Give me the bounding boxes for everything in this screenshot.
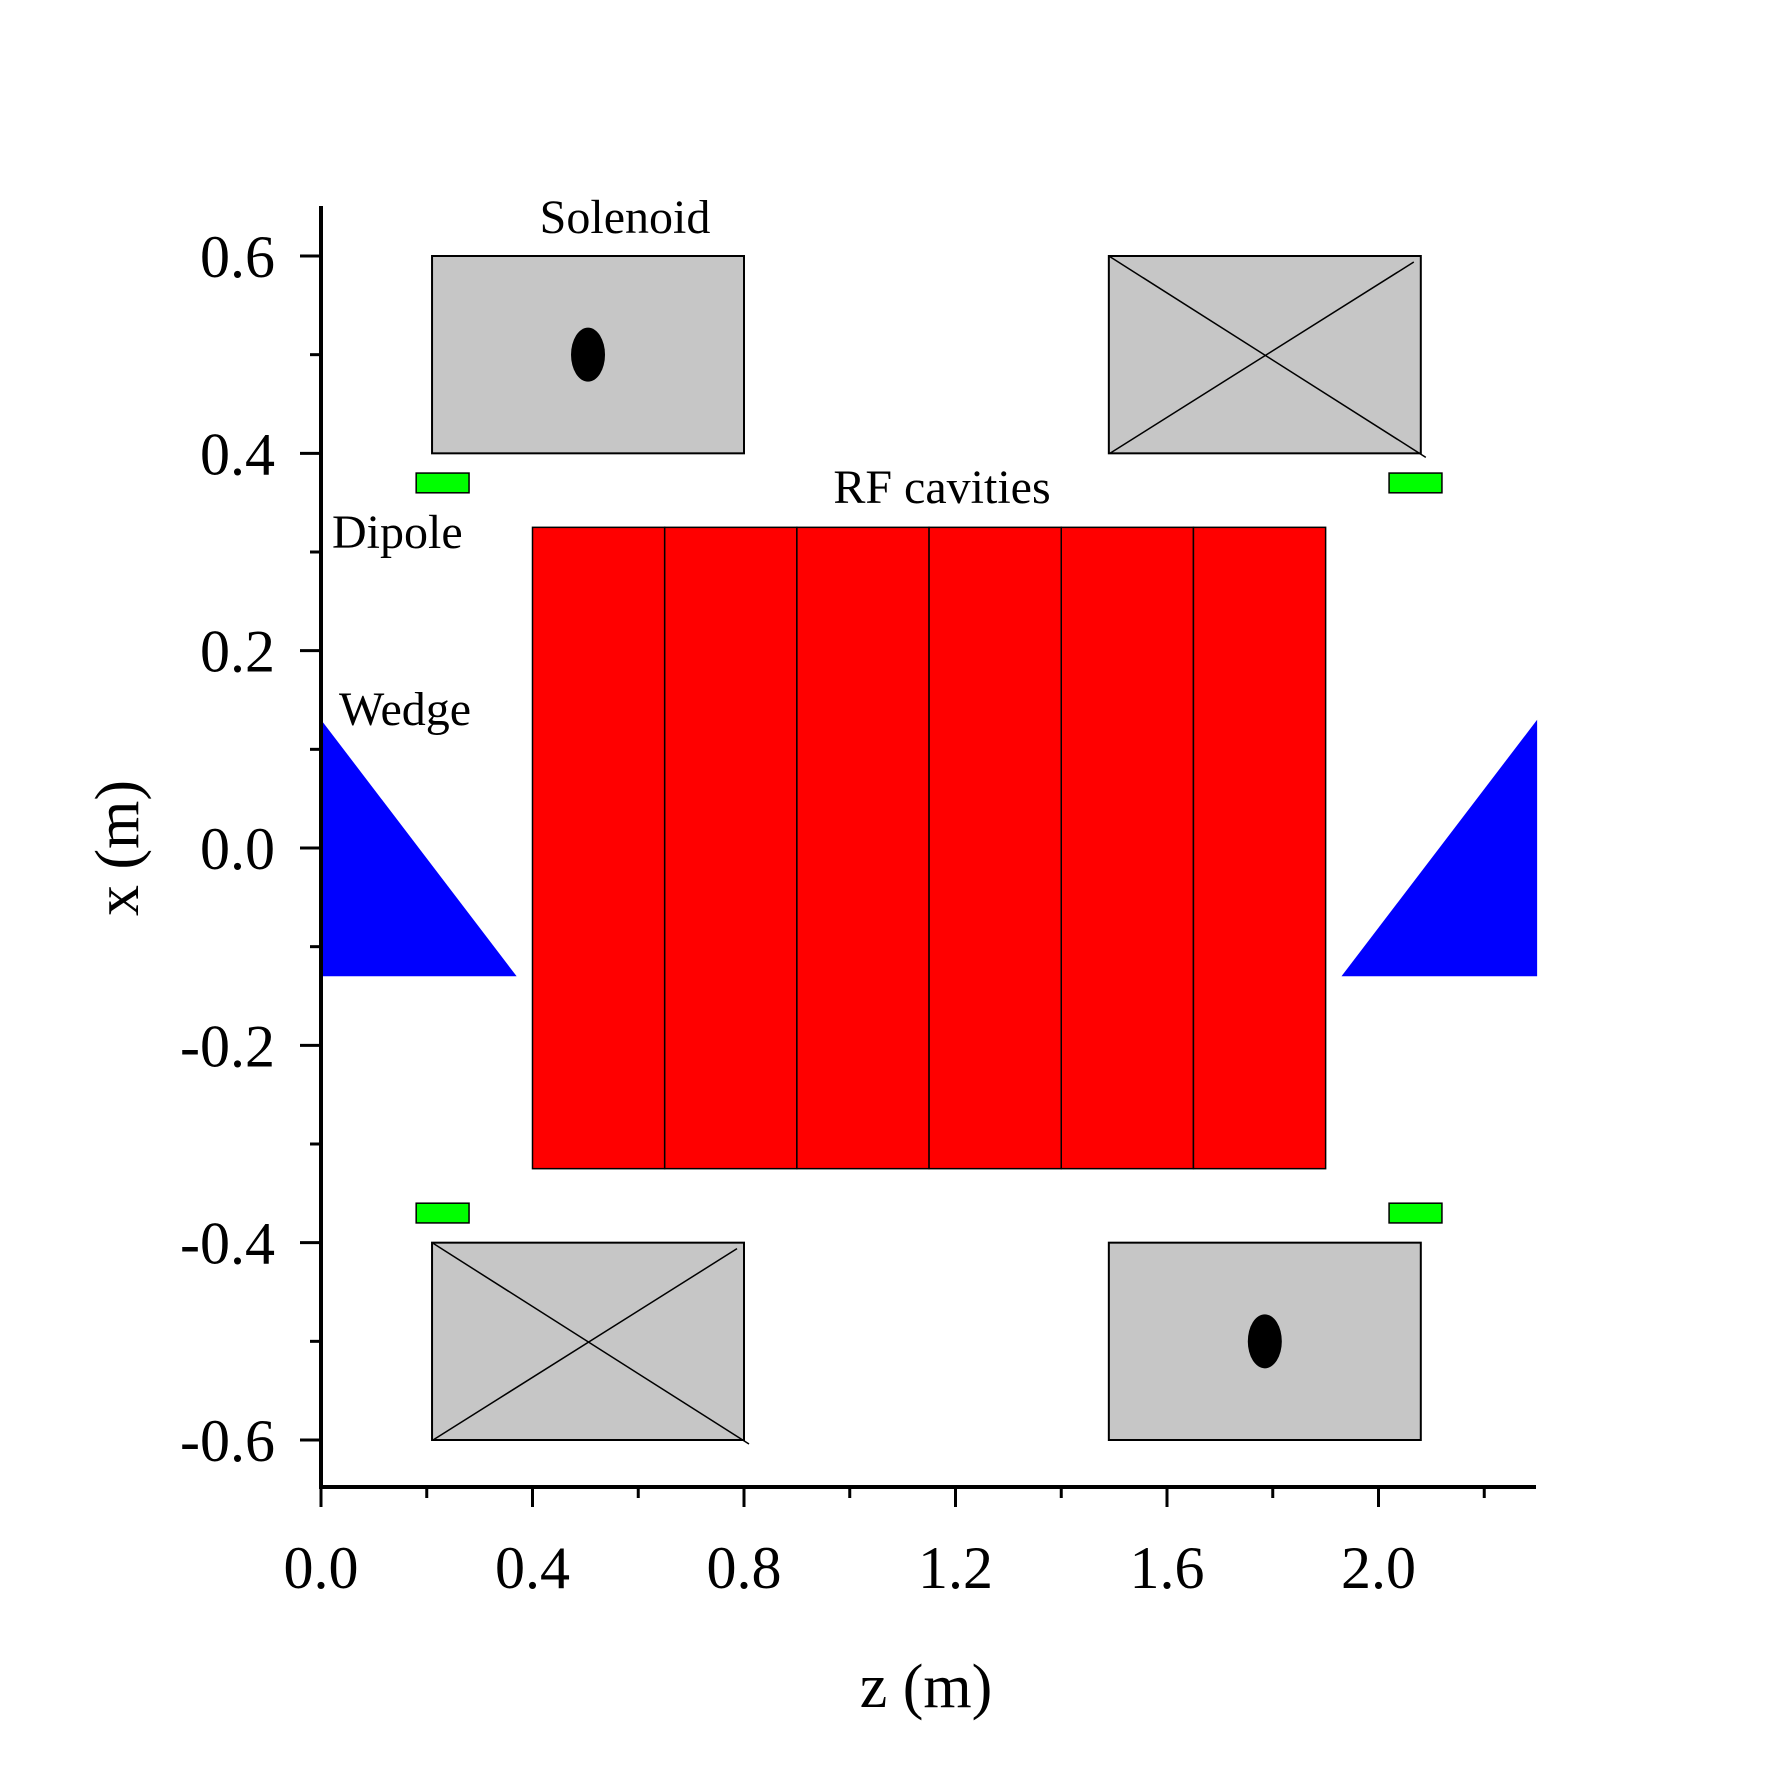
y-axis-title: x (m) [84,780,152,916]
x-tick-label: 2.0 [1341,1535,1416,1601]
current-in-cross-line [431,1242,750,1445]
dipole-magnet [1388,1202,1443,1224]
dipole-magnet [1388,472,1443,494]
x-tick-label: 0.0 [284,1535,359,1601]
x-tick-label: 0.8 [707,1535,782,1601]
x-tick-label: 1.6 [1130,1535,1205,1601]
y-tick-label: 0.0 [200,816,275,882]
annotation-rf-cavities: RF cavities [833,461,1050,514]
rf-cavity-cell [663,526,798,1170]
annotation-dipole: Dipole [332,506,463,559]
x-tick-label: 1.2 [918,1535,993,1601]
rf-cavity-cell [1060,526,1195,1170]
y-tick-label: -0.2 [180,1013,275,1079]
wedge-absorber [321,719,517,977]
y-tick-label: 0.6 [200,224,275,290]
dipole-magnet [415,472,470,494]
annotation-wedge: Wedge [339,683,471,736]
current-out-dot-icon [571,327,606,382]
current-out-dot-icon [1247,1314,1282,1369]
y-tick-label: -0.6 [180,1408,275,1474]
wedge-absorber [1341,719,1538,977]
current-in-cross-line [1109,261,1415,454]
current-in-cross-line [432,1248,738,1441]
y-tick-label: -0.4 [180,1211,275,1277]
x-axis-title: z (m) [860,1653,993,1721]
x-tick-label: 0.4 [495,1535,570,1601]
rf-cavity-cell [1192,526,1327,1170]
rf-cavity-cell [928,526,1062,1170]
rf-cavity-cell [531,526,666,1170]
rf-cavity-cell [796,526,930,1170]
components-layer [321,255,1538,1445]
annotation-solenoid: Solenoid [540,191,711,244]
current-in-cross-line [1108,255,1427,458]
y-tick-label: 0.4 [200,421,275,487]
y-tick-label: 0.2 [200,619,275,685]
dipole-magnet [415,1202,470,1224]
ticks-layer: 0.0 0.4 0.8 1.2 1.6 2.0 0.6 0.4 0.2 0.0 -0.2 -0.4 -0… [180,224,1486,1601]
